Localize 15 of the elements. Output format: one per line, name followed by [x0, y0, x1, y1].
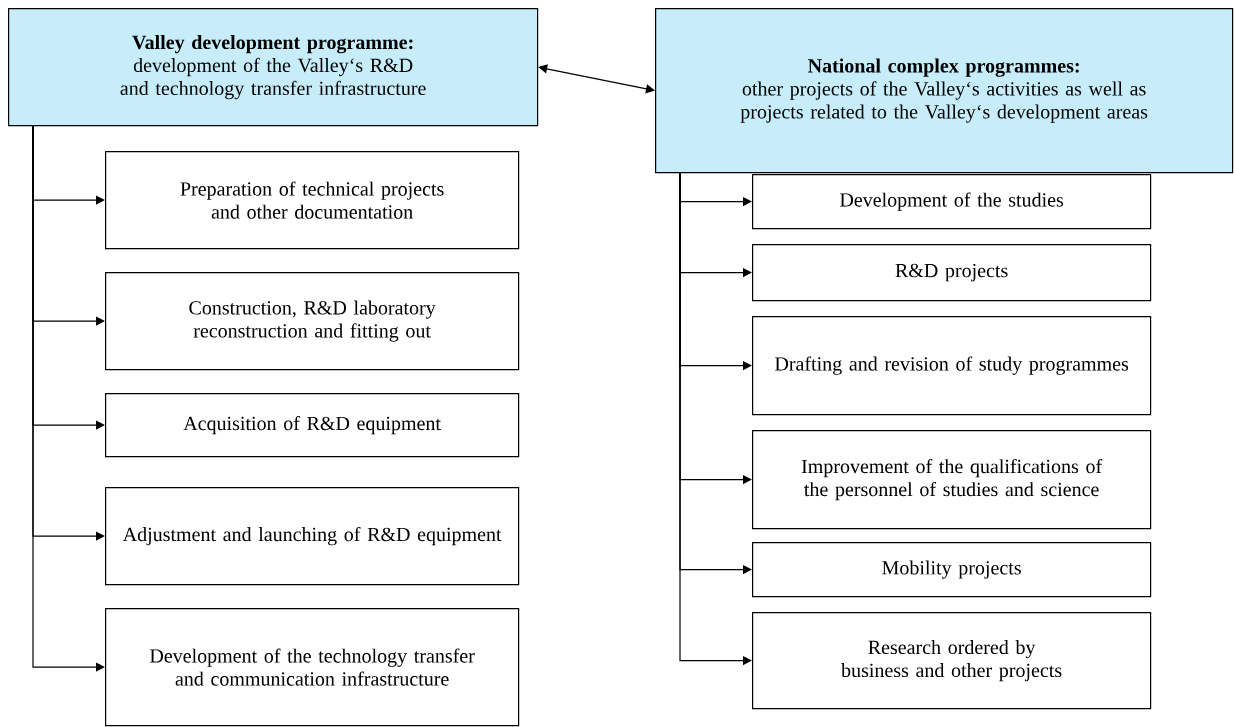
project-box: Drafting and revision of study programmes [752, 316, 1152, 416]
programme-box: National complex programmes: other projects of the Valley‘s activities as well as projects related to the Valley‘s development areas [655, 8, 1234, 174]
double-arrow [538, 64, 655, 94]
elbow-arrow [32, 125, 105, 672]
project-box: Improvement of the qualifications of the personnel of studies and science [752, 430, 1152, 530]
project-box: Construction, R&D laboratory reconstruction and fitting out [105, 272, 520, 371]
project-box: Development of the technology transfer and communication infrastructure [105, 608, 520, 727]
project-box: Preparation of technical projects and other documentation [105, 151, 520, 250]
project-box: Adjustment and launching of R&D equipment [105, 487, 520, 586]
project-box: R&D projects [752, 244, 1152, 302]
project-box: Research ordered by business and other projects [752, 612, 1152, 710]
project-box: Mobility projects [752, 542, 1152, 598]
project-box: Acquisition of R&D equipment [105, 393, 520, 458]
programme-box: Valley development programme: development of the Valley‘s R&D and technology transfer infrastructure [8, 8, 539, 127]
project-box: Development of the studies [752, 174, 1152, 230]
